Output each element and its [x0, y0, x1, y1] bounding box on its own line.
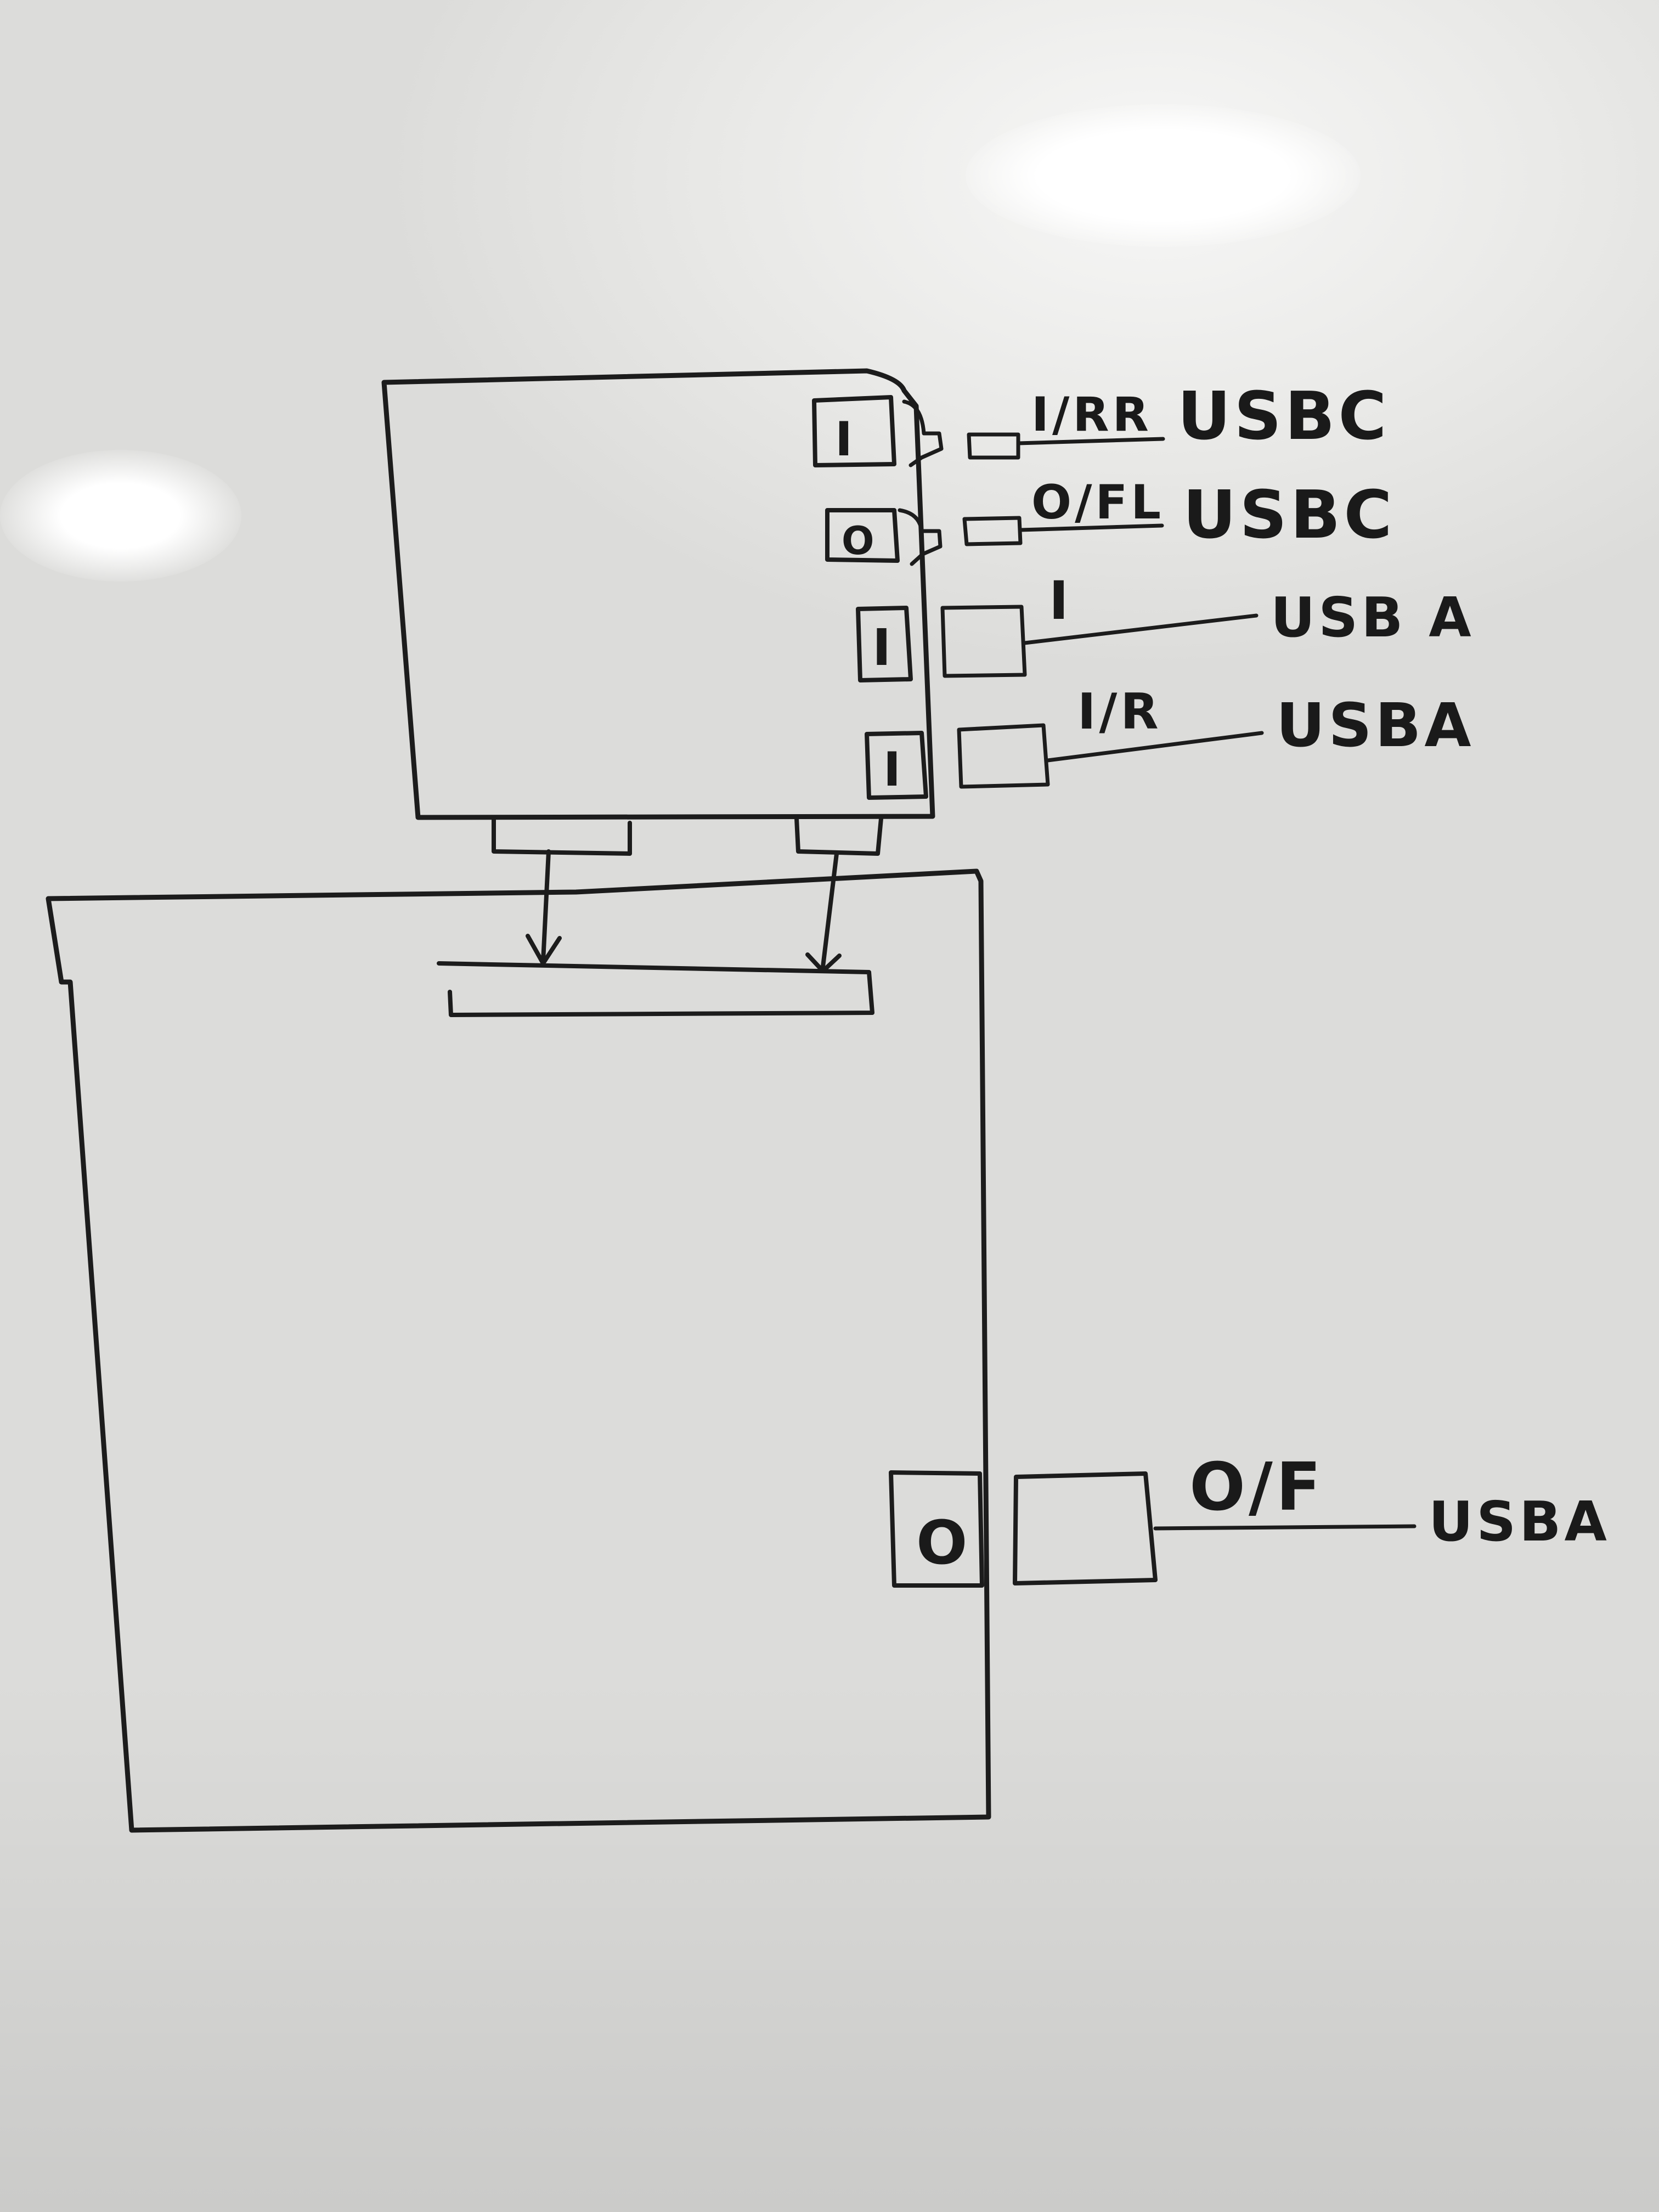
port-bracket-2: [898, 508, 943, 566]
line-label: I/RR: [1031, 387, 1152, 442]
arrow-left: [526, 849, 562, 966]
port-box-5: [889, 1470, 984, 1588]
port-letter: I: [835, 412, 856, 467]
lower-device-slot: [437, 961, 874, 1017]
arrow-right: [805, 851, 842, 973]
line-label: I/R: [1077, 683, 1162, 741]
port-letter: O: [916, 1508, 971, 1578]
cable-3: [1023, 613, 1259, 645]
port-box-1: [812, 395, 896, 467]
port-box-4: [865, 731, 928, 800]
connector-label: USBA: [1429, 1489, 1610, 1554]
cable-2: [1018, 523, 1164, 532]
plug-2: [962, 516, 1023, 546]
port-bracket-1: [902, 399, 944, 467]
connector-label: USB A: [1271, 585, 1475, 650]
port-box-2: [825, 508, 900, 563]
connector-label: USBC: [1177, 379, 1390, 455]
line-label: I: [1049, 570, 1072, 631]
plug-5: [1013, 1471, 1158, 1585]
port-box-3: [856, 606, 913, 682]
line-label: O/FL: [1031, 475, 1164, 530]
port-letter: O: [842, 518, 878, 563]
connector-label: USBC: [1183, 477, 1395, 554]
port-letter: I: [872, 618, 894, 677]
cable-1: [1016, 437, 1165, 445]
cable-5: [1153, 1524, 1417, 1531]
plug-1: [967, 432, 1020, 460]
lower-device-box: [46, 868, 991, 1833]
light-glare: [966, 104, 1361, 247]
upper-device-connector-left: [492, 815, 632, 856]
upper-device-box: [381, 368, 935, 820]
plug-4: [957, 723, 1050, 789]
connector-label: USBA: [1276, 690, 1475, 760]
light-glare: [0, 450, 241, 582]
upper-device-connector-right: [794, 816, 883, 856]
board-shadow: [0, 1673, 1659, 2212]
port-letter: I: [883, 742, 904, 797]
line-label: O/F: [1189, 1449, 1324, 1526]
plug-3: [940, 605, 1027, 678]
cable-4: [1046, 731, 1264, 763]
